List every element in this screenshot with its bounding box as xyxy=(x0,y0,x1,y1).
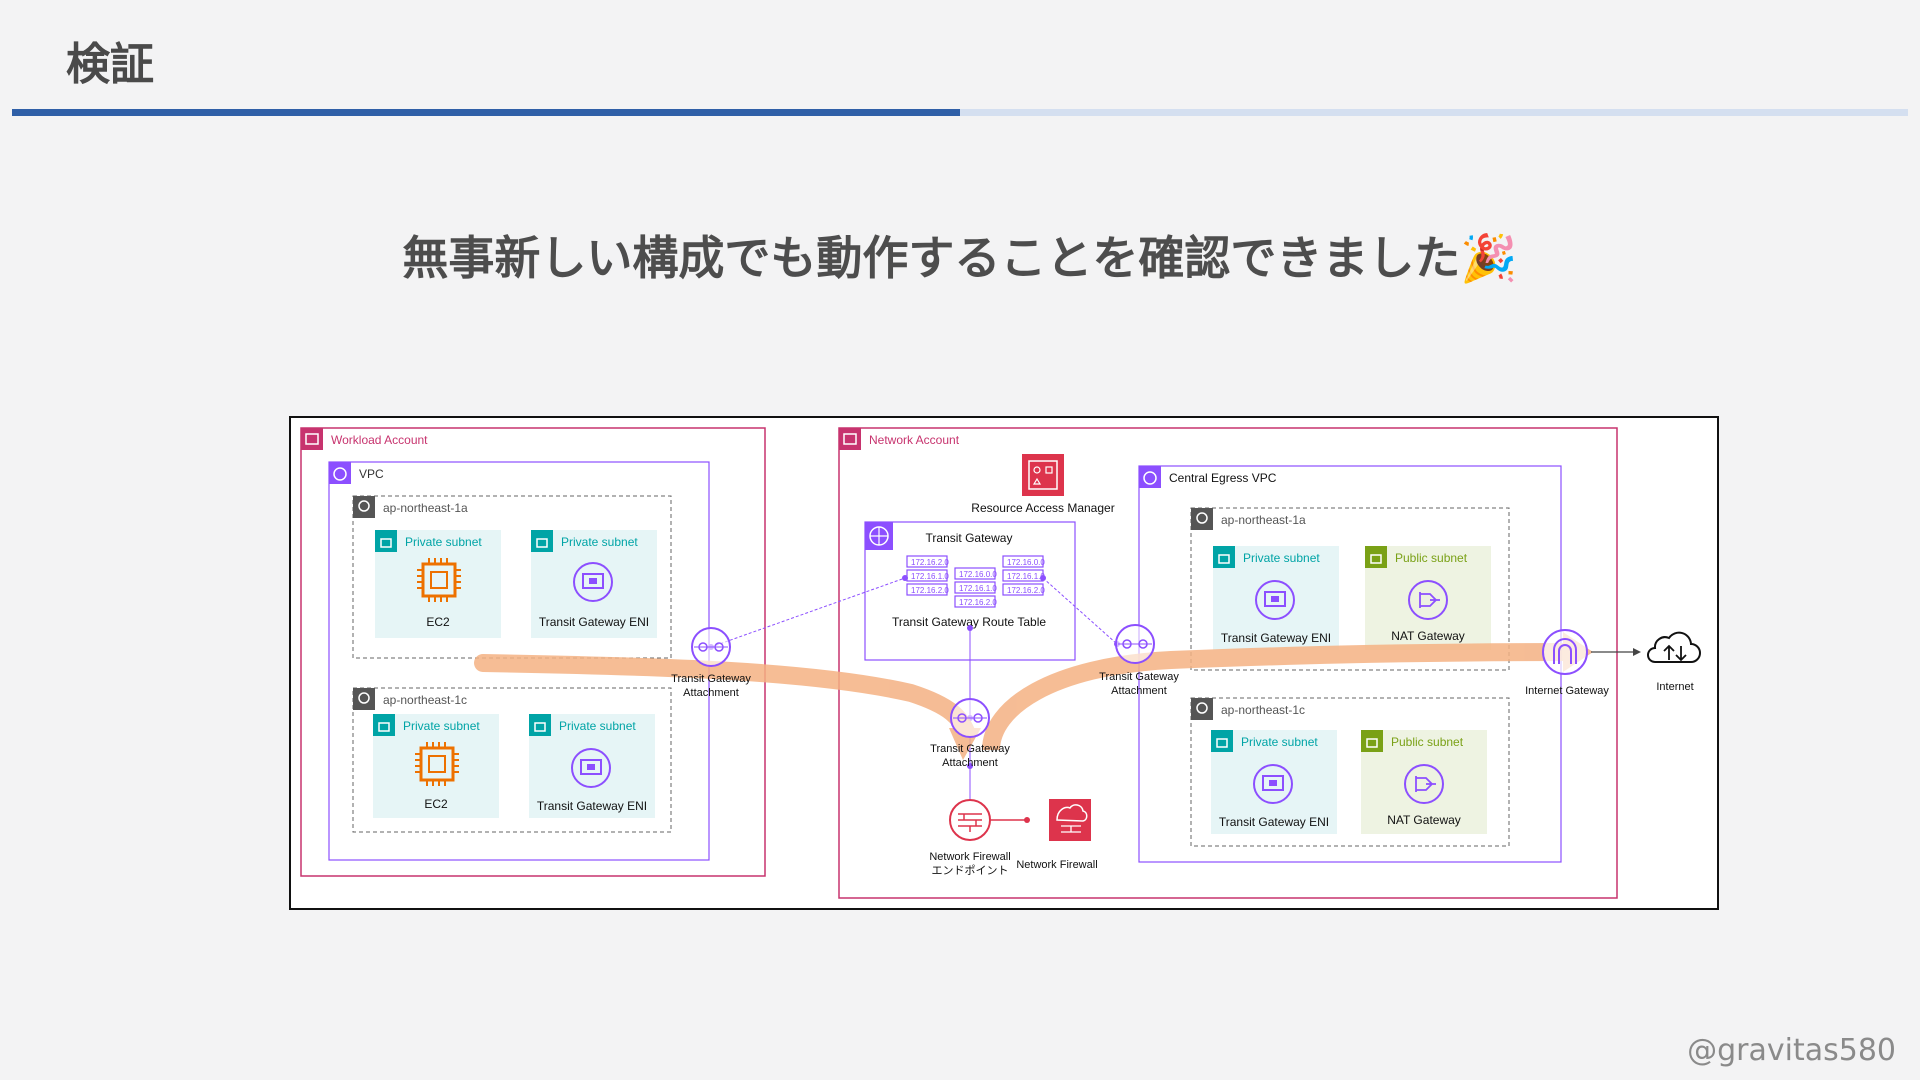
lock-icon xyxy=(1361,730,1383,752)
workload-account-group: Workload Account xyxy=(300,427,766,877)
ram-node: Resource Access Manager xyxy=(971,454,1115,515)
lock-icon xyxy=(531,530,553,552)
az-label: ap-northeast-1c xyxy=(383,693,467,707)
route-entry: 172.16.2.0 xyxy=(959,598,997,607)
location-icon xyxy=(1191,698,1213,720)
egress-arrow-head xyxy=(1633,648,1641,656)
headline-text: 無事新しい構成でも動作することを確認できました xyxy=(402,231,1461,285)
nat-gateway-label: NAT Gateway xyxy=(1387,813,1461,827)
page-title: 検証 xyxy=(66,39,154,90)
az-label: ap-northeast-1a xyxy=(383,501,468,515)
ec2-icon xyxy=(417,558,461,602)
nat-gateway-icon xyxy=(1408,580,1448,620)
ec2-icon xyxy=(415,742,459,786)
route-table-icon: 172.16.2.0 172.16.1.0 172.16.2.0 172.16.… xyxy=(906,555,1045,608)
account-icon xyxy=(301,428,323,450)
internet-gateway-label: Internet Gateway xyxy=(1525,685,1609,697)
headline: 無事新しい構成でも動作することを確認できました🎉 xyxy=(0,222,1920,288)
route-entry: 172.16.1.0 xyxy=(1007,572,1045,581)
tgw-eni-label: Transit Gateway ENI xyxy=(539,615,649,629)
tgw-eni-label: Transit Gateway ENI xyxy=(537,799,647,813)
party-popper-icon: 🎉 xyxy=(1460,231,1518,285)
lock-icon xyxy=(529,714,551,736)
route-entry: 172.16.2.0 xyxy=(911,586,949,595)
subnet-label: Private subnet xyxy=(1241,735,1318,749)
route-entry: 172.16.1.0 xyxy=(911,572,949,581)
vpc-icon xyxy=(1139,466,1161,488)
internet-node: Internet xyxy=(1647,631,1701,693)
central-egress-vpc-group: Central Egress VPC ap-northeast-1a Priva… xyxy=(1138,465,1562,863)
subnet-label: Private subnet xyxy=(403,719,480,733)
subnet-label: Private subnet xyxy=(1243,551,1320,565)
attachment-label: Attachment xyxy=(942,757,998,769)
route-entry: 172.16.0.0 xyxy=(959,570,997,579)
account-icon xyxy=(839,428,861,450)
tgw-attachment-egress: Transit Gateway Attachment xyxy=(1099,624,1179,697)
firewall-endpoint-node: Network Firewall エンドポイント xyxy=(929,799,1030,877)
workload-account-label: Workload Account xyxy=(331,433,428,447)
tgw-eni-label: Transit Gateway ENI xyxy=(1219,815,1329,829)
route-entry: 172.16.2.0 xyxy=(911,558,949,567)
lock-icon xyxy=(1213,546,1235,568)
cloud-icon xyxy=(1647,631,1701,663)
title-rule-accent xyxy=(12,109,960,116)
nat-gateway-icon xyxy=(1404,764,1444,804)
attachment-label: Attachment xyxy=(1111,685,1167,697)
eni-icon xyxy=(573,562,613,602)
ec2-label: EC2 xyxy=(426,615,450,629)
title-rule-track xyxy=(960,109,1908,116)
attachment-label: Transit Gateway xyxy=(1099,671,1179,683)
az-label: ap-northeast-1c xyxy=(1221,703,1305,717)
attachment-label: Transit Gateway xyxy=(671,673,751,685)
subnet-label: Public subnet xyxy=(1391,735,1464,749)
network-firewall-node: Network Firewall xyxy=(1016,799,1098,871)
network-account-group: Network Account xyxy=(838,427,1618,899)
architecture-diagram: Workload Account VPC ap-northeast-1a Pri… xyxy=(289,416,1719,910)
route-entry: 172.16.2.0 xyxy=(1007,586,1045,595)
transit-gateway-label: Transit Gateway xyxy=(926,531,1013,545)
route-table-label: Transit Gateway Route Table xyxy=(892,615,1046,629)
nat-gateway-label: NAT Gateway xyxy=(1391,629,1465,643)
attachment-label: Transit Gateway xyxy=(930,743,1010,755)
ec2-label: EC2 xyxy=(424,797,448,811)
subnet-label: Private subnet xyxy=(559,719,636,733)
location-icon xyxy=(353,496,375,518)
transit-gateway-group: Transit Gateway 172.16.2.0 172.16.1.0 17… xyxy=(864,521,1076,661)
tgw-attachment-inspection: Transit Gateway Attachment xyxy=(930,698,1010,769)
subnet-label: Private subnet xyxy=(561,535,638,549)
author-handle: @gravitas580 xyxy=(1687,1033,1896,1068)
route-entry: 172.16.1.0 xyxy=(959,584,997,593)
subnet-label: Private subnet xyxy=(405,535,482,549)
location-icon xyxy=(1191,508,1213,530)
vpc-label: VPC xyxy=(359,467,384,481)
internet-label: Internet xyxy=(1656,681,1693,693)
nfw-endpoint-label: Network Firewall xyxy=(929,851,1010,863)
ram-label: Resource Access Manager xyxy=(971,501,1114,515)
eni-icon xyxy=(1253,764,1293,804)
network-firewall-label: Network Firewall xyxy=(1016,859,1097,871)
az-1a-group: ap-northeast-1a Private subnet EC2 Priva… xyxy=(352,495,672,659)
lock-icon xyxy=(375,530,397,552)
az-label: ap-northeast-1a xyxy=(1221,513,1306,527)
network-account-label: Network Account xyxy=(869,433,960,447)
internet-gateway-node: Internet Gateway xyxy=(1525,629,1609,697)
eni-icon xyxy=(1255,580,1295,620)
nfw-endpoint-label: エンドポイント xyxy=(932,864,1009,877)
location-icon xyxy=(353,688,375,710)
eni-icon xyxy=(571,748,611,788)
subnet-label: Public subnet xyxy=(1395,551,1468,565)
attachment-label: Attachment xyxy=(683,687,739,699)
tgw-attachment-workload: Transit Gateway Attachment xyxy=(671,627,751,699)
lock-icon xyxy=(1365,546,1387,568)
central-egress-vpc-label: Central Egress VPC xyxy=(1169,471,1277,485)
vpc-icon xyxy=(329,462,351,484)
lock-icon xyxy=(1211,730,1233,752)
az-1c-group: ap-northeast-1c Private subnet EC2 Priva… xyxy=(352,687,672,833)
lock-icon xyxy=(373,714,395,736)
route-entry: 172.16.0.0 xyxy=(1007,558,1045,567)
tgw-eni-label: Transit Gateway ENI xyxy=(1221,631,1331,645)
